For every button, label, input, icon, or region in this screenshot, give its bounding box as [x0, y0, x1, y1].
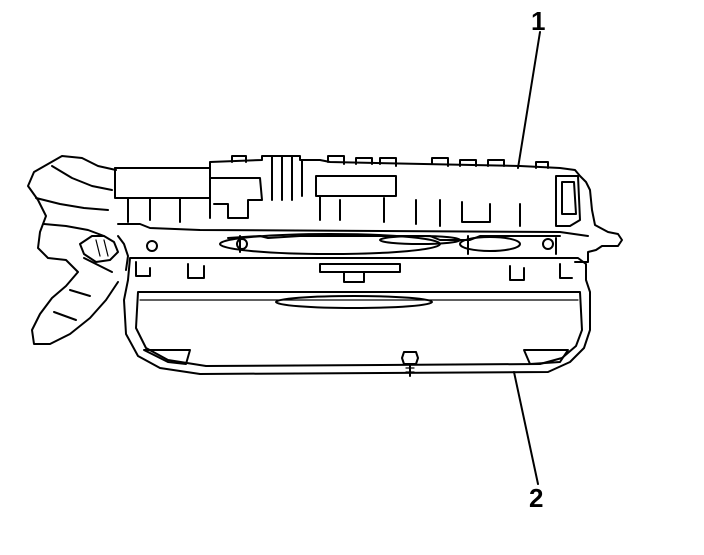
hand-illustration — [27, 155, 129, 345]
leader-line-2 — [513, 371, 539, 485]
leader-line-1 — [517, 31, 541, 169]
callout-label-1: 1 — [531, 6, 546, 36]
upper-housing — [114, 155, 623, 263]
lower-bezel — [123, 257, 591, 377]
callout-label-2: 2 — [529, 483, 544, 513]
